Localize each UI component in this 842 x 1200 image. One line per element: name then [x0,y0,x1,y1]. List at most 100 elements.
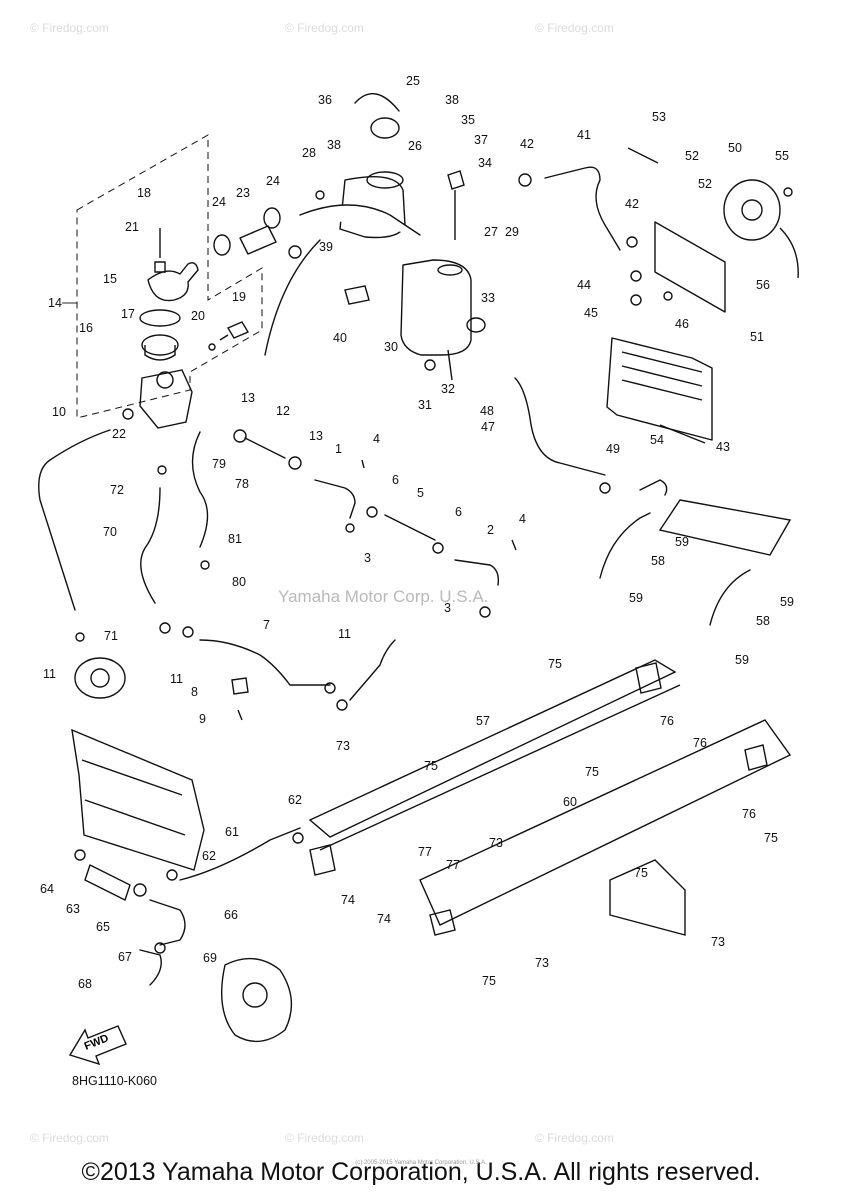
callout-19: 19 [232,290,246,304]
callout-3: 3 [364,551,371,565]
callout-2: 2 [487,523,494,537]
callout-18: 18 [137,186,151,200]
callout-21: 21 [125,220,139,234]
callout-75: 75 [482,974,496,988]
callout-39: 39 [319,240,333,254]
callout-29: 29 [505,225,519,239]
center-watermark: Yamaha Motor Corp. U.S.A. [278,587,488,606]
callout-52: 52 [685,149,699,163]
radiator [606,147,799,444]
callout-75: 75 [764,831,778,845]
callout-labels: 1 2 3 3 4 4 5 6 6 7 8 9 10 11 11 11 11 1… [40,74,794,991]
site-watermark: © Firedog.com [285,21,364,35]
callout-73: 73 [489,836,503,850]
callout-58: 58 [756,614,770,628]
callout-9: 9 [199,712,206,726]
callout-54: 54 [650,433,664,447]
reservoir-tank [264,93,486,381]
callout-62: 62 [202,849,216,863]
callout-20: 20 [191,309,205,323]
callout-10: 10 [52,405,66,419]
callout-66: 66 [224,908,238,922]
callout-77: 77 [446,858,460,872]
callout-75: 75 [634,866,648,880]
callout-14: 14 [48,296,62,310]
callout-24: 24 [212,195,226,209]
callout-7: 7 [263,618,270,632]
callout-47: 47 [481,420,495,434]
callout-4: 4 [373,432,380,446]
fine-print: (c) 2005-2015 Yamaha Motor Corporation, … [355,1160,487,1166]
callout-69: 69 [203,951,217,965]
site-watermark: © Firedog.com [30,21,109,35]
callout-13: 13 [309,429,323,443]
callout-4: 4 [519,512,526,526]
callout-34: 34 [478,156,492,170]
callout-27: 27 [484,225,498,239]
frame-and-rails [71,479,792,936]
callout-63: 63 [66,902,80,916]
callout-76: 76 [660,714,674,728]
callout-75: 75 [585,765,599,779]
callout-73: 73 [336,739,350,753]
callout-6: 6 [392,473,399,487]
callout-8: 8 [191,685,198,699]
callout-79: 79 [212,457,226,471]
callout-76: 76 [742,807,756,821]
callout-44: 44 [577,278,591,292]
callout-64: 64 [40,882,54,896]
copyright-footer: ©2013 Yamaha Motor Corporation, U.S.A. A… [81,1158,761,1186]
callout-40: 40 [333,331,347,345]
callout-55: 55 [775,149,789,163]
callout-59: 59 [735,653,749,667]
callout-80: 80 [232,575,246,589]
thermostat-group [62,134,263,429]
callout-48: 48 [480,404,494,418]
callout-13: 13 [241,391,255,405]
callout-3: 3 [444,601,451,615]
callout-72: 72 [110,483,124,497]
callout-45: 45 [584,306,598,320]
callout-74: 74 [341,893,355,907]
callout-74: 74 [377,912,391,926]
callout-57: 57 [476,714,490,728]
callout-81: 81 [228,532,242,546]
callout-61: 61 [225,825,239,839]
callout-26: 26 [408,139,422,153]
callout-42: 42 [520,137,534,151]
callout-77: 77 [418,845,432,859]
callout-15: 15 [103,272,117,286]
callout-38: 38 [445,93,459,107]
callout-17: 17 [121,307,135,321]
callout-24: 24 [266,174,280,188]
callout-1: 1 [335,442,342,456]
callout-59: 59 [675,535,689,549]
callout-76: 76 [693,736,707,750]
callout-35: 35 [461,113,475,127]
lower-hoses [74,827,304,1043]
callout-75: 75 [548,657,562,671]
callout-59: 59 [780,595,794,609]
callout-16: 16 [79,321,93,335]
callout-78: 78 [235,477,249,491]
callout-62: 62 [288,793,302,807]
callout-30: 30 [384,340,398,354]
callout-12: 12 [276,404,290,418]
upper-hoses [213,166,638,494]
callout-52: 52 [698,177,712,191]
callout-11: 11 [43,667,56,681]
callout-49: 49 [606,442,620,456]
callout-68: 68 [78,977,92,991]
site-watermark: © Firedog.com [285,1131,364,1145]
callout-11: 11 [170,672,183,686]
callout-22: 22 [112,427,126,441]
diagram-code: 8HG1110-K060 [72,1074,157,1088]
callout-31: 31 [418,398,432,412]
callout-33: 33 [481,291,495,305]
callout-28: 28 [302,146,316,160]
callout-25: 25 [406,74,420,88]
callout-73: 73 [711,935,725,949]
callout-23: 23 [236,186,250,200]
callout-53: 53 [652,110,666,124]
callout-71: 71 [104,629,118,643]
